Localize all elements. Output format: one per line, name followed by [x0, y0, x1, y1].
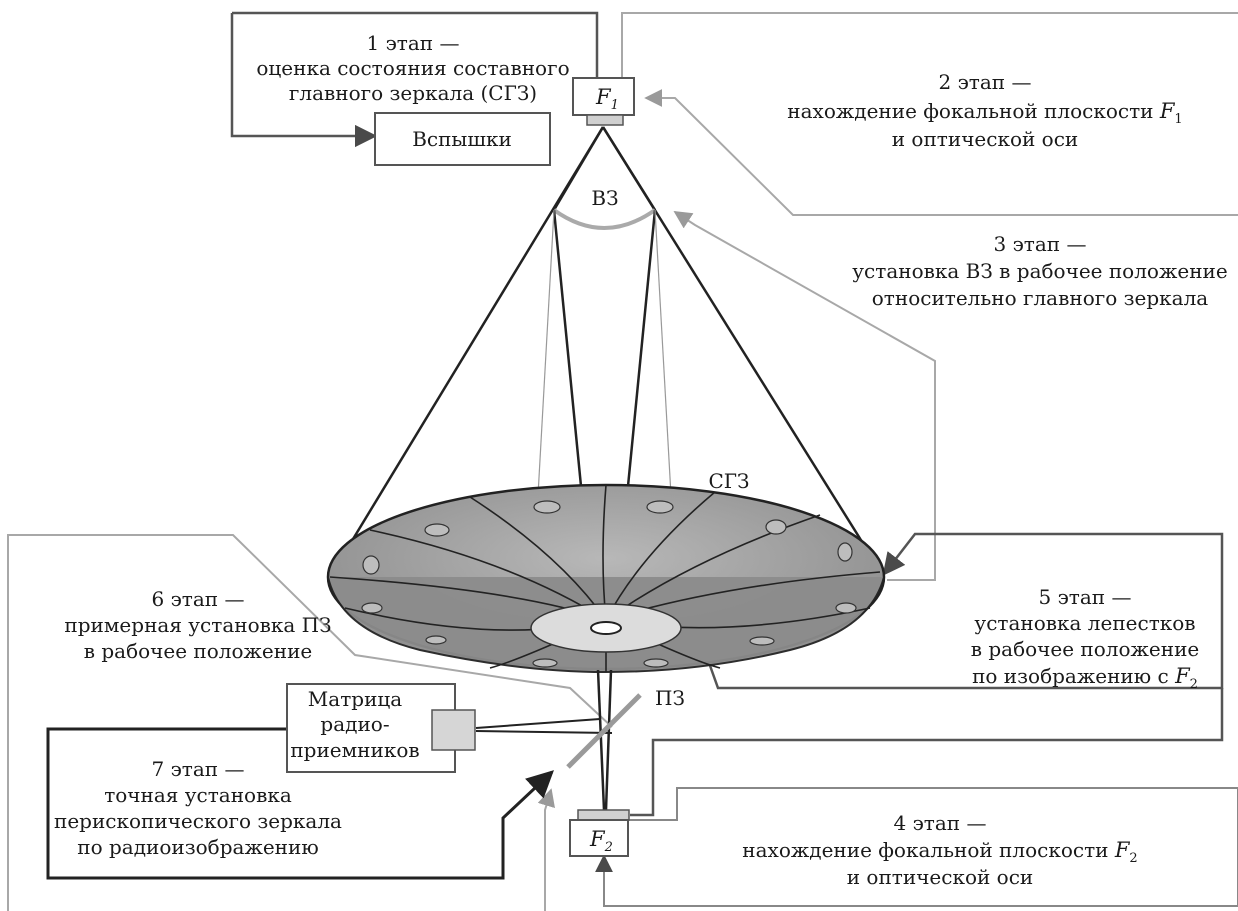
focus-f2-box: F2 [569, 809, 630, 857]
stage1-title: 1 этап — [367, 31, 460, 55]
periscope-mirror [566, 693, 642, 769]
stage3-text: 3 этап — установка ВЗ в рабочее положени… [852, 232, 1227, 310]
stage2-line3: и оптической оси [892, 127, 1079, 151]
flashes-label: Вспышки [412, 127, 512, 151]
stage1-text: 1 этап — оценка состояния составного гла… [256, 31, 569, 105]
matrix-label-line3: приемников [290, 738, 419, 762]
main-mirror-dish [326, 483, 886, 674]
stage5-line4: по изображению с F2 [972, 664, 1198, 692]
stage6-line2: примерная установка ПЗ [64, 613, 331, 637]
stage1-line2: оценка состояния составного [256, 56, 569, 80]
stage4-text: 4 этап — нахождение фокальной плоскости … [742, 811, 1137, 889]
secondary-mirror-arc [552, 208, 657, 230]
stage6-line3: в рабочее положение [84, 639, 313, 663]
main-mirror-label: СГЗ [708, 469, 749, 493]
stage3-line2: установка ВЗ в рабочее положение [852, 259, 1227, 283]
stage6-text: 6 этап — примерная установка ПЗ в рабоче… [64, 587, 331, 663]
stage7-line3: перископического зеркала [54, 809, 342, 833]
stage2-connector [621, 12, 1238, 216]
stage7-text: 7 этап — точная установка перископическо… [54, 757, 342, 859]
flashes-box: Вспышки [374, 112, 551, 166]
rays-to-matrix [475, 718, 613, 734]
secondary-mirror-label: ВЗ [591, 186, 618, 210]
stage1-line3: главного зеркала (СГЗ) [289, 81, 537, 105]
matrix-label-line2: радио- [320, 712, 389, 736]
stage6-arrow-line [537, 788, 555, 911]
stage5-line3: в рабочее положение [971, 637, 1200, 661]
matrix-box: Матрица радио- приемников [286, 683, 476, 773]
stage4-connector [595, 787, 1238, 907]
stage6-title: 6 этап — [152, 587, 245, 611]
rays-to-f2 [596, 669, 613, 811]
stage4-title: 4 этап — [894, 811, 987, 835]
stage4-line3: и оптической оси [847, 865, 1034, 889]
stage5-title: 5 этап — [1039, 585, 1132, 609]
stage3-connector [673, 211, 936, 581]
focus-f1-box: F1 [572, 77, 635, 126]
stage5-connector-lower [630, 688, 1224, 817]
stage2-title: 2 этап — [939, 70, 1032, 94]
periscope-mirror-label: ПЗ [655, 686, 685, 710]
stage7-title: 7 этап — [152, 757, 245, 781]
focus-f2-label: F2 [589, 827, 613, 855]
stage5-text: 5 этап — установка лепестков в рабочее п… [971, 585, 1200, 692]
stage5-connector [706, 532, 1224, 690]
stage5-line2: установка лепестков [974, 611, 1195, 635]
stage2-text: 2 этап — нахождение фокальной плоскости … [787, 70, 1182, 151]
stage7-line2: точная установка [104, 783, 292, 807]
stage1-connector [230, 11, 599, 136]
stage3-title: 3 этап — [994, 232, 1087, 256]
stage6-connector [7, 534, 613, 911]
focus-f1-label: F1 [595, 85, 619, 113]
focus-cone [328, 126, 886, 578]
stage7-line4: по радиоизображению [77, 835, 319, 859]
matrix-label-line1: Матрица [308, 687, 402, 711]
stage3-line3: относительно главного зеркала [872, 286, 1209, 310]
stage4-line2: нахождение фокальной плоскости F2 [742, 838, 1137, 866]
stage2-line2: нахождение фокальной плоскости F1 [787, 99, 1182, 127]
stage7-connector [46, 727, 554, 880]
